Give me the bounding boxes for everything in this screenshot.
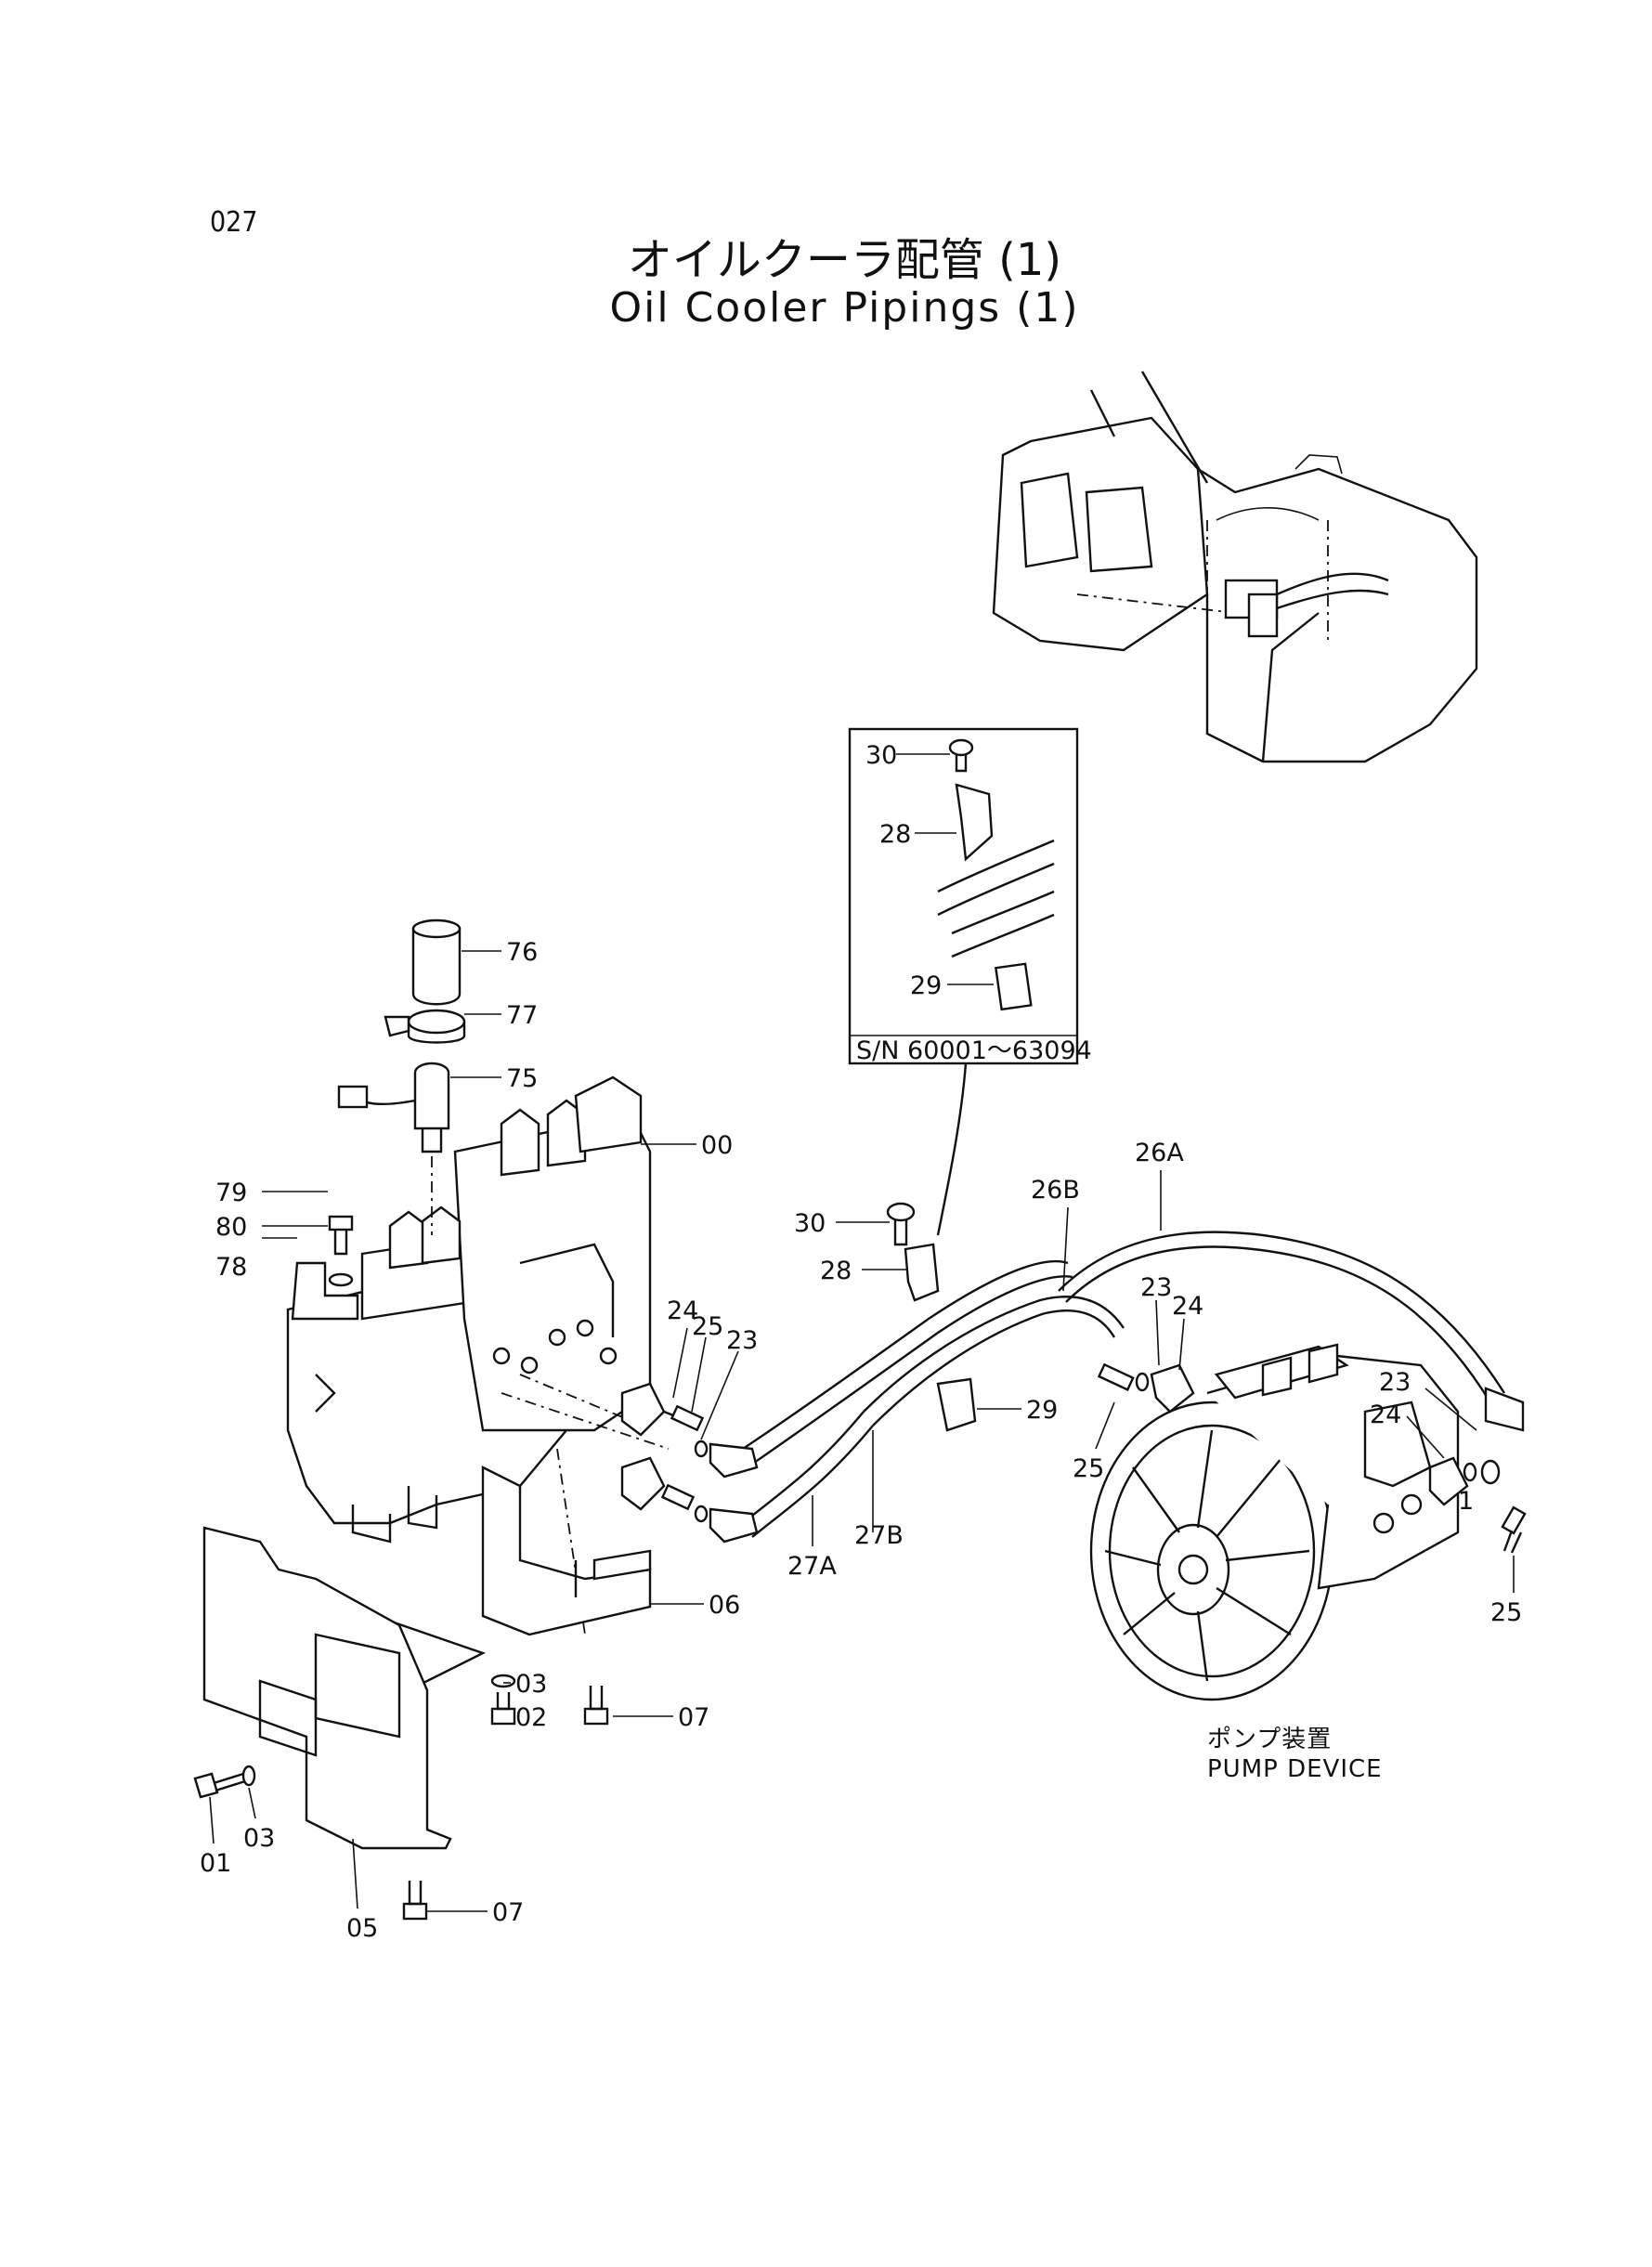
callout-07-bottom: 07 [492, 1898, 524, 1927]
oil-cooler-pipe-location-icon [1224, 572, 1389, 638]
flange-fitting-lower [620, 1456, 709, 1523]
inset-hose-pair [937, 839, 1055, 958]
callout-28: 28 [820, 1257, 852, 1285]
svg-text:29: 29 [910, 971, 942, 1000]
serial-number-label: S/N 60001～63094 [856, 1036, 1092, 1065]
plate-78 [291, 1261, 359, 1321]
hose-26B [742, 1259, 1073, 1464]
callout-77: 77 [506, 1001, 538, 1030]
bracket-05 [202, 1526, 452, 1850]
filter-cap-76 [411, 919, 462, 1006]
callout-05: 05 [346, 1914, 378, 1943]
callout-80: 80 [215, 1213, 247, 1242]
hose-end-lower [709, 1507, 759, 1544]
callout-78: 78 [215, 1253, 247, 1282]
callout-23-left: 23 [726, 1326, 758, 1355]
inset-leader [936, 1062, 968, 1236]
callout-25-left: 25 [692, 1312, 723, 1341]
callout-27A: 27A [787, 1552, 837, 1581]
callout-03-left: 03 [243, 1824, 275, 1853]
hose-end-upper [709, 1442, 759, 1479]
bolt-02 [490, 1692, 516, 1726]
callout-24-mid: 24 [1172, 1292, 1203, 1321]
callout-06: 06 [709, 1591, 740, 1620]
callout-01: 01 [200, 1849, 231, 1878]
callout-27B: 27B [854, 1521, 904, 1550]
svg-text:28: 28 [879, 820, 911, 849]
leader-lines [209, 950, 1515, 1912]
page-number: 027 [210, 206, 258, 239]
inset-clamp-28 [955, 783, 994, 862]
title-english: Oil Cooler Pipings (1) [609, 284, 1080, 332]
bolt-30 [886, 1202, 916, 1246]
pump-caption-jp: ポンプ装置 [1207, 1726, 1333, 1753]
callout-1: 1 [1458, 1487, 1474, 1516]
clamp-28 [904, 1243, 940, 1302]
bolt-01 [193, 1772, 246, 1799]
pressure-sensor-75 [337, 1062, 450, 1153]
bolt-79 [328, 1215, 354, 1256]
callout-26B: 26B [1031, 1176, 1080, 1205]
hose-26A [1058, 1231, 1525, 1432]
control-valve-00 [286, 1075, 652, 1544]
callout-26A: 26A [1135, 1139, 1184, 1167]
callout-76: 76 [506, 938, 538, 967]
callout-24-right: 24 [1370, 1401, 1401, 1429]
inset-clamp-29 [995, 962, 1033, 1011]
callout-07-mid: 07 [678, 1703, 709, 1732]
callout-75: 75 [506, 1064, 538, 1093]
svg-text:30: 30 [865, 741, 897, 770]
callout-25-mid: 25 [1073, 1454, 1104, 1483]
hose-27A [742, 1411, 874, 1538]
callout-00: 00 [701, 1131, 733, 1160]
title-japanese: オイルクーラ配管 (1) [627, 234, 1062, 286]
bracket-77 [384, 1009, 466, 1044]
bolt-07-bottom [402, 1881, 428, 1921]
pump-fittings-24-23 [1097, 1362, 1527, 1554]
washer-03-mid [490, 1674, 516, 1688]
pump-device [1089, 1343, 1460, 1701]
callout-23-right: 23 [1379, 1368, 1411, 1397]
callout-23-mid: 23 [1140, 1273, 1172, 1302]
callout-29: 29 [1026, 1396, 1058, 1425]
excavator-overview [992, 371, 1478, 763]
hose-27B [863, 1296, 1125, 1427]
callout-24-left: 24 [667, 1296, 698, 1325]
serial-inset-box: S/N 60001～63094 30 28 29 [848, 727, 1092, 1065]
callout-79: 79 [215, 1179, 247, 1207]
washer-80 [328, 1272, 354, 1287]
callout-02: 02 [515, 1703, 547, 1732]
callout-25-right: 25 [1490, 1598, 1522, 1627]
callout-labels: 76 77 75 00 79 80 78 30 28 29 26B 26A 24… [200, 938, 1522, 1943]
callout-30: 30 [794, 1209, 826, 1238]
washer-03-left [241, 1765, 256, 1787]
clamp-29 [936, 1377, 977, 1432]
pump-caption-en: PUMP DEVICE [1207, 1755, 1383, 1783]
flange-fitting-upper [620, 1382, 709, 1458]
bolt-07-mid [583, 1686, 609, 1726]
bracket-06 [481, 1466, 652, 1636]
callout-03-mid: 03 [515, 1670, 547, 1699]
inset-bolt-icon [948, 738, 974, 773]
